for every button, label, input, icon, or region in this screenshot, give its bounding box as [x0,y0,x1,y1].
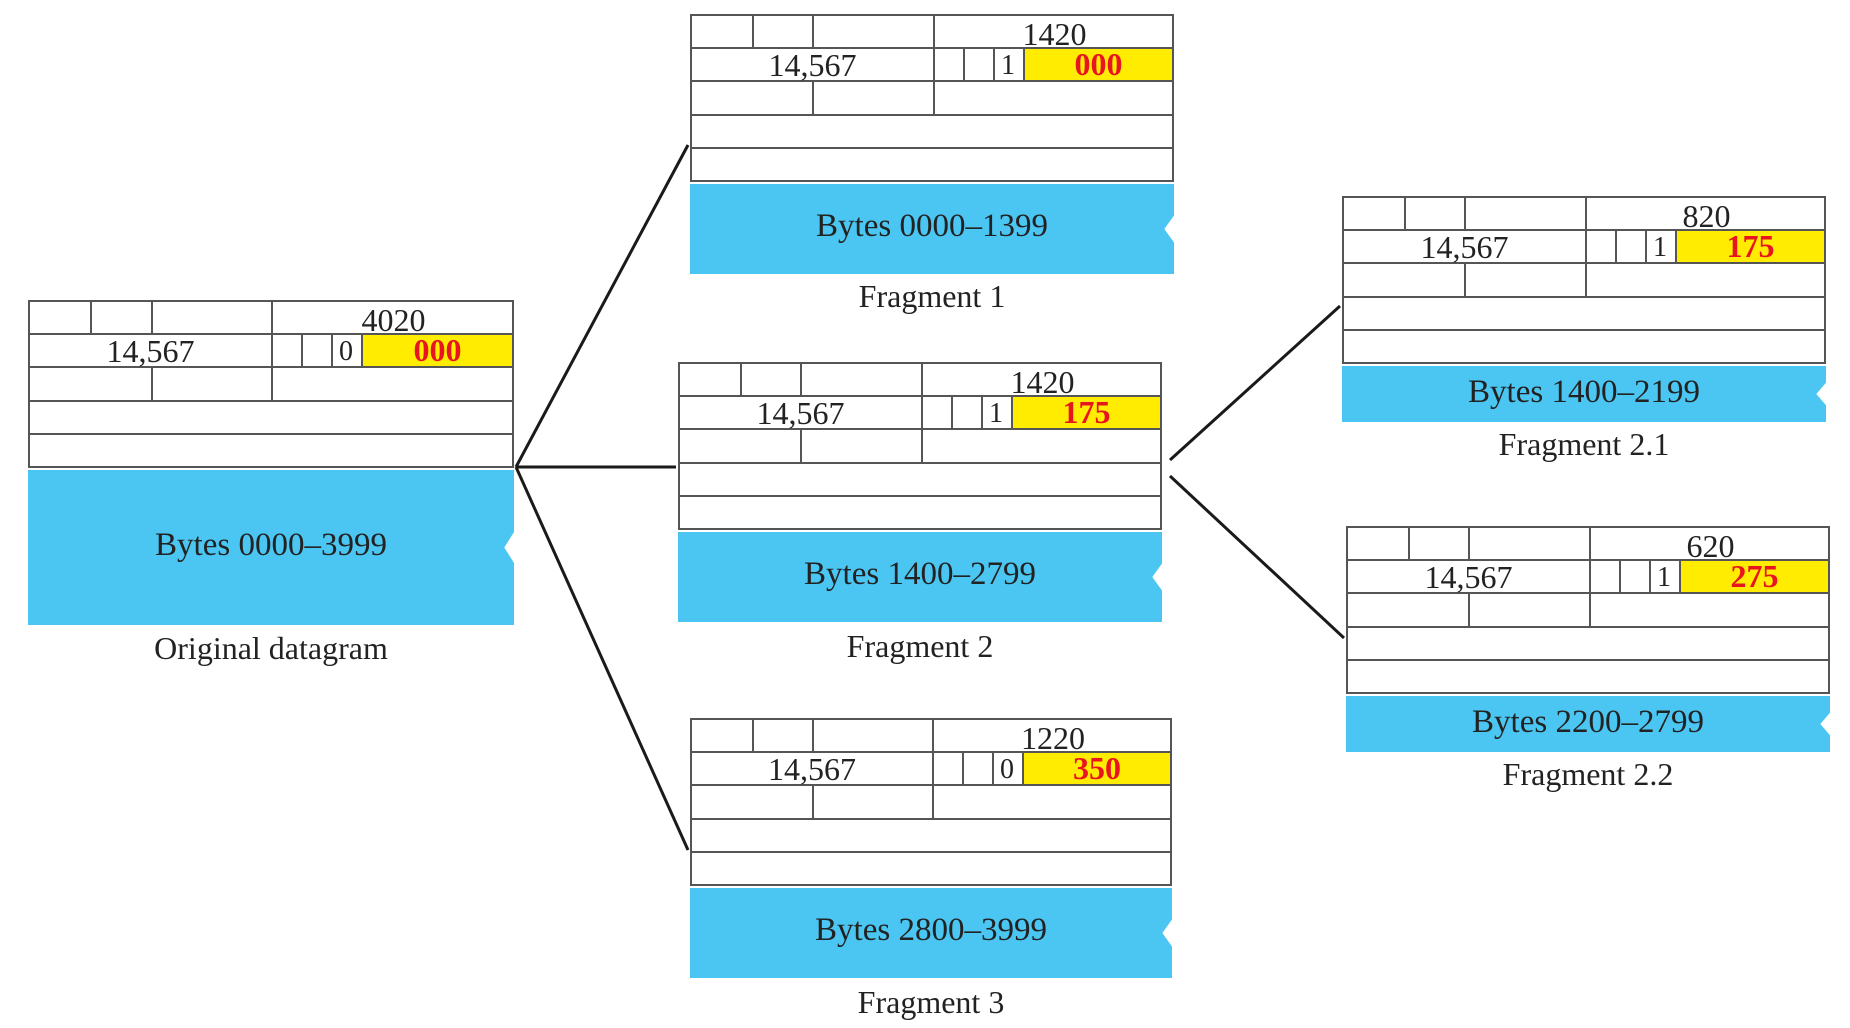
payload-bytes-label: Bytes 0000–1399 [816,208,1048,244]
header: 1420 14,567 1 000 [690,14,1174,182]
fragment-offset: 000 [1023,47,1174,82]
caption: Fragment 2.1 [1498,426,1670,462]
payload-bytes-label: Bytes 1400–2799 [804,556,1036,592]
header: 4020 14,567 0 000 [28,300,514,468]
total-length: 620 [1686,528,1735,564]
payload-bytes-label: Bytes 2800–3999 [815,912,1047,948]
payload: Bytes 1400–2199 [1342,366,1826,422]
datagram-fragment-3: 1220 14,567 0 350 Bytes 2800–3999 Fragme… [690,718,1172,1028]
connector-fragment-2-to-fragment-2-2 [1168,474,1346,640]
more-flag: 0 [339,336,353,367]
header: 620 14,567 1 275 [1346,526,1830,694]
identification: 14,567 [768,751,856,787]
caption: Fragment 2 [846,628,994,664]
more-flag: 1 [1657,562,1671,593]
total-length: 820 [1682,198,1731,234]
payload-bytes-label: Bytes 1400–2199 [1468,374,1700,410]
connector-original-to-fragment-3 [514,466,690,851]
datagram-fragment-1: 1420 14,567 1 000 Bytes 0000–1399 Fragme… [690,14,1174,324]
identification: 14,567 [756,395,845,431]
total-length: 1220 [1021,720,1085,756]
payload-bytes-label: Bytes 0000–3999 [155,527,387,563]
connector-original-to-fragment-1 [514,144,690,468]
identification: 14,567 [768,47,857,83]
fragment-offset: 350 [1022,751,1172,786]
payload: Bytes 2200–2799 [1346,696,1830,752]
fragment-offset: 175 [1011,395,1162,430]
caption: Fragment 3 [857,984,1005,1020]
fragment-offset: 000 [361,333,514,368]
payload: Bytes 0000–3999 [28,470,514,625]
header: 1220 14,567 0 350 [690,718,1172,886]
identification: 14,567 [1420,229,1509,265]
datagram-fragment-2-2: 620 14,567 1 275 Bytes 2200–2799 Fragmen… [1346,526,1830,796]
connector-fragment-2-to-fragment-2-1 [1168,304,1342,462]
identification: 14,567 [106,333,195,369]
payload-bytes-label: Bytes 2200–2799 [1472,704,1704,740]
more-flag: 1 [1653,232,1667,263]
identification: 14,567 [1424,559,1513,595]
total-length: 1420 [1010,364,1075,400]
fragment-offset: 175 [1675,229,1826,264]
header: 820 14,567 1 175 [1342,196,1826,364]
more-flag: 1 [989,398,1003,429]
total-length: 1420 [1022,16,1087,52]
caption: Original datagram [154,630,388,666]
caption: Fragment 1 [858,278,1006,314]
more-flag: 1 [1001,50,1015,81]
more-flag: 0 [1000,754,1014,785]
caption: Fragment 2.2 [1502,756,1674,792]
total-length: 4020 [361,302,426,338]
datagram-fragment-2: 1420 14,567 1 175 Bytes 1400–2799 Fragme… [678,362,1162,672]
payload: Bytes 0000–1399 [690,184,1174,274]
datagram-original: 4020 14,567 0 000 Bytes 0000–3999 Origin… [28,300,514,670]
payload: Bytes 1400–2799 [678,532,1162,622]
header: 1420 14,567 1 175 [678,362,1162,530]
fragment-offset: 275 [1679,559,1830,594]
datagram-fragment-2-1: 820 14,567 1 175 Bytes 1400–2199 Fragmen… [1342,196,1826,466]
payload: Bytes 2800–3999 [690,888,1172,978]
